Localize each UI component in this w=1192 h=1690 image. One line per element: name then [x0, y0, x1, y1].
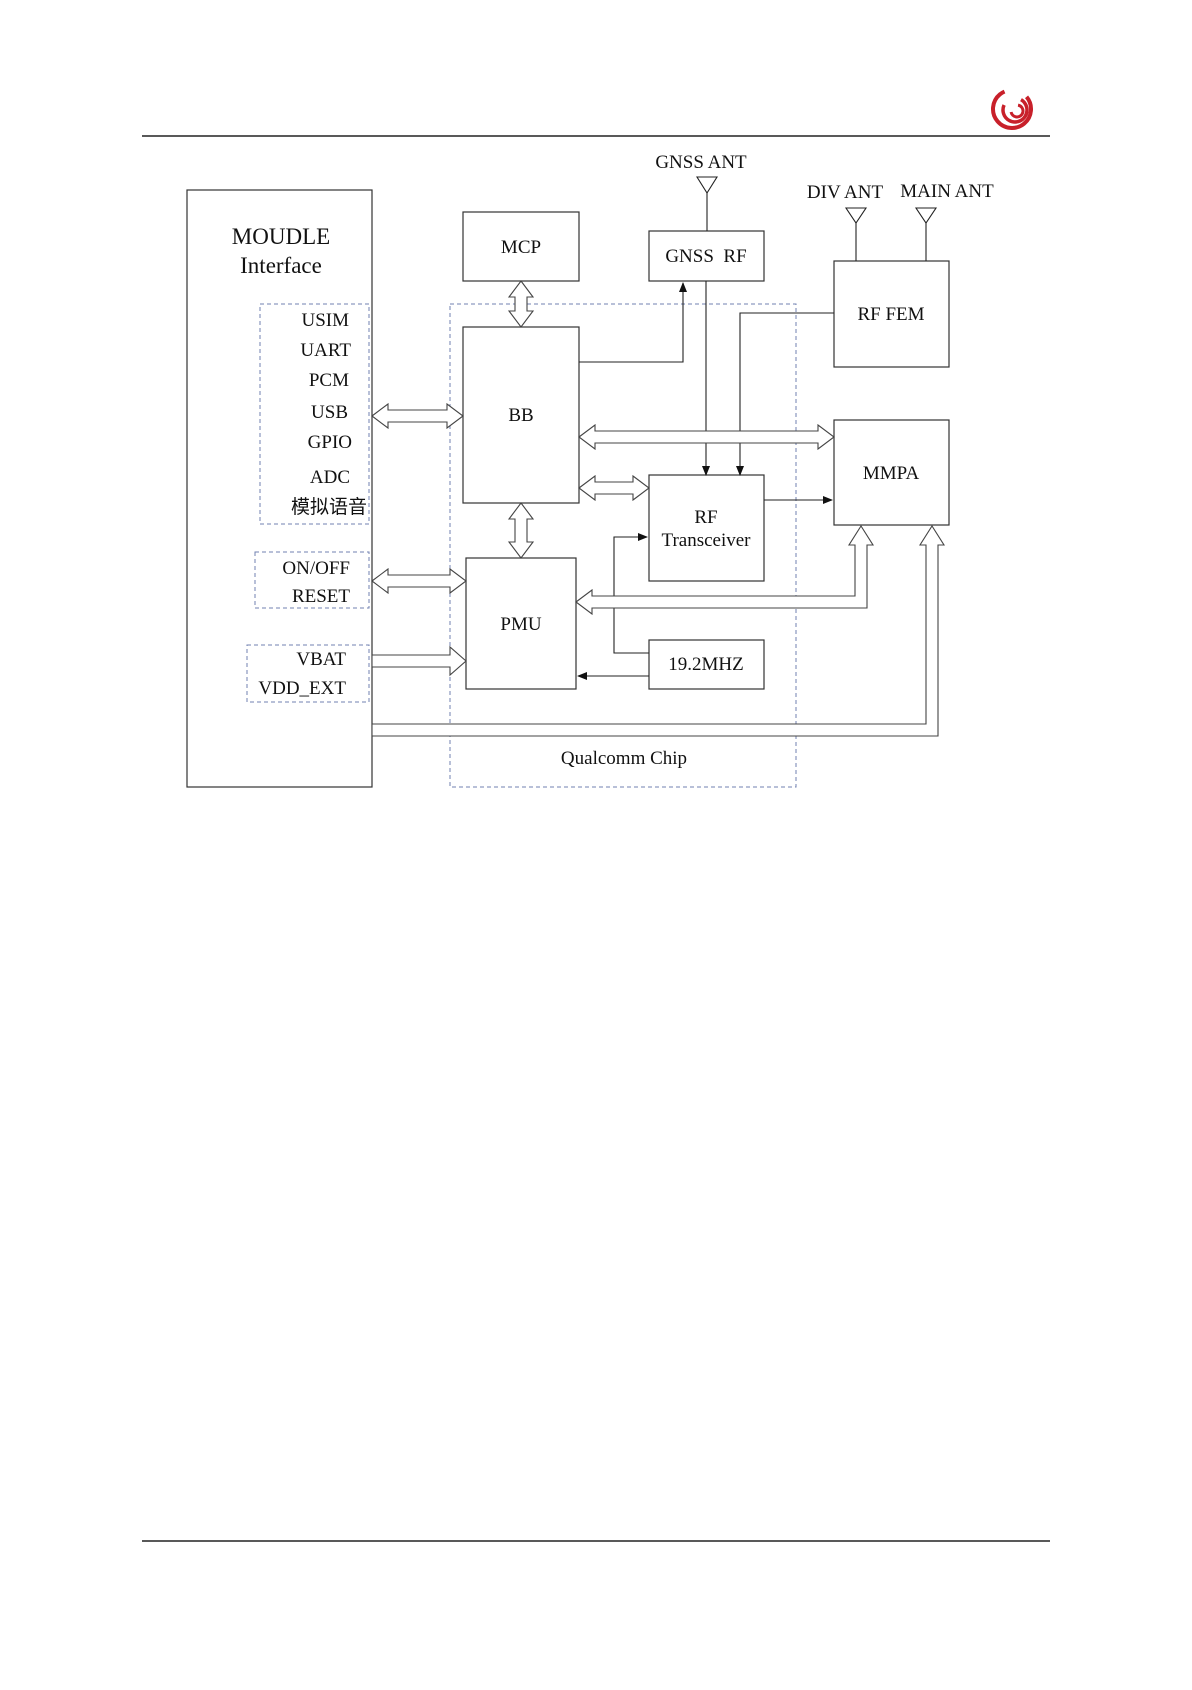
main-ant-label: MAIN ANT	[900, 181, 994, 202]
module-title: MOUDLE	[232, 224, 330, 249]
module-bb-bus-arrow	[372, 404, 463, 428]
gnss-rf-label: GNSS RF	[665, 246, 746, 267]
pwr-vbat: VBAT	[296, 649, 346, 670]
module-pmu-control-arrow	[372, 569, 466, 593]
pwr-vdd-ext: VDD_EXT	[258, 678, 346, 699]
vbat-to-pmu-arrow	[372, 647, 466, 675]
fem-to-transceiver-line	[740, 313, 834, 475]
gnss-ant-label: GNSS ANT	[655, 152, 747, 173]
qualcomm-chip-label: Qualcomm Chip	[561, 748, 687, 769]
iface-usim: USIM	[301, 310, 349, 331]
iface-gpio: GPIO	[308, 432, 352, 453]
gnss-antenna-icon	[697, 177, 717, 231]
iface-pcm: PCM	[309, 370, 349, 391]
rf-fem-label: RF FEM	[857, 304, 924, 325]
rf-transceiver-box	[649, 475, 764, 581]
div-ant-label: DIV ANT	[807, 182, 884, 203]
main-antenna-icon	[916, 208, 936, 261]
clock-to-transceiver-line	[614, 537, 649, 653]
company-logo	[985, 82, 1039, 136]
bb-transceiver-bus-arrow	[579, 476, 649, 500]
rf-transceiver-label-line2: Transceiver	[662, 530, 752, 551]
iface-adc: ADC	[310, 467, 350, 488]
iface-usb: USB	[311, 402, 348, 423]
ctrl-on-off: ON/OFF	[282, 558, 350, 579]
ctrl-reset: RESET	[292, 586, 350, 607]
iface-uart: UART	[300, 340, 351, 361]
bb-to-gnss-rf-line	[579, 283, 683, 362]
rf-transceiver-label-line1: RF	[694, 507, 717, 528]
clock-label: 19.2MHZ	[668, 654, 743, 675]
mcp-label: MCP	[501, 237, 541, 258]
iface-analog-voice: 模拟语音	[291, 496, 367, 518]
div-antenna-icon	[846, 208, 866, 261]
module-subtitle: Interface	[240, 253, 322, 278]
bb-pmu-bus-arrow	[509, 503, 533, 558]
pmu-label: PMU	[500, 614, 541, 635]
bb-label: BB	[508, 405, 533, 426]
mmpa-label: MMPA	[863, 463, 920, 484]
